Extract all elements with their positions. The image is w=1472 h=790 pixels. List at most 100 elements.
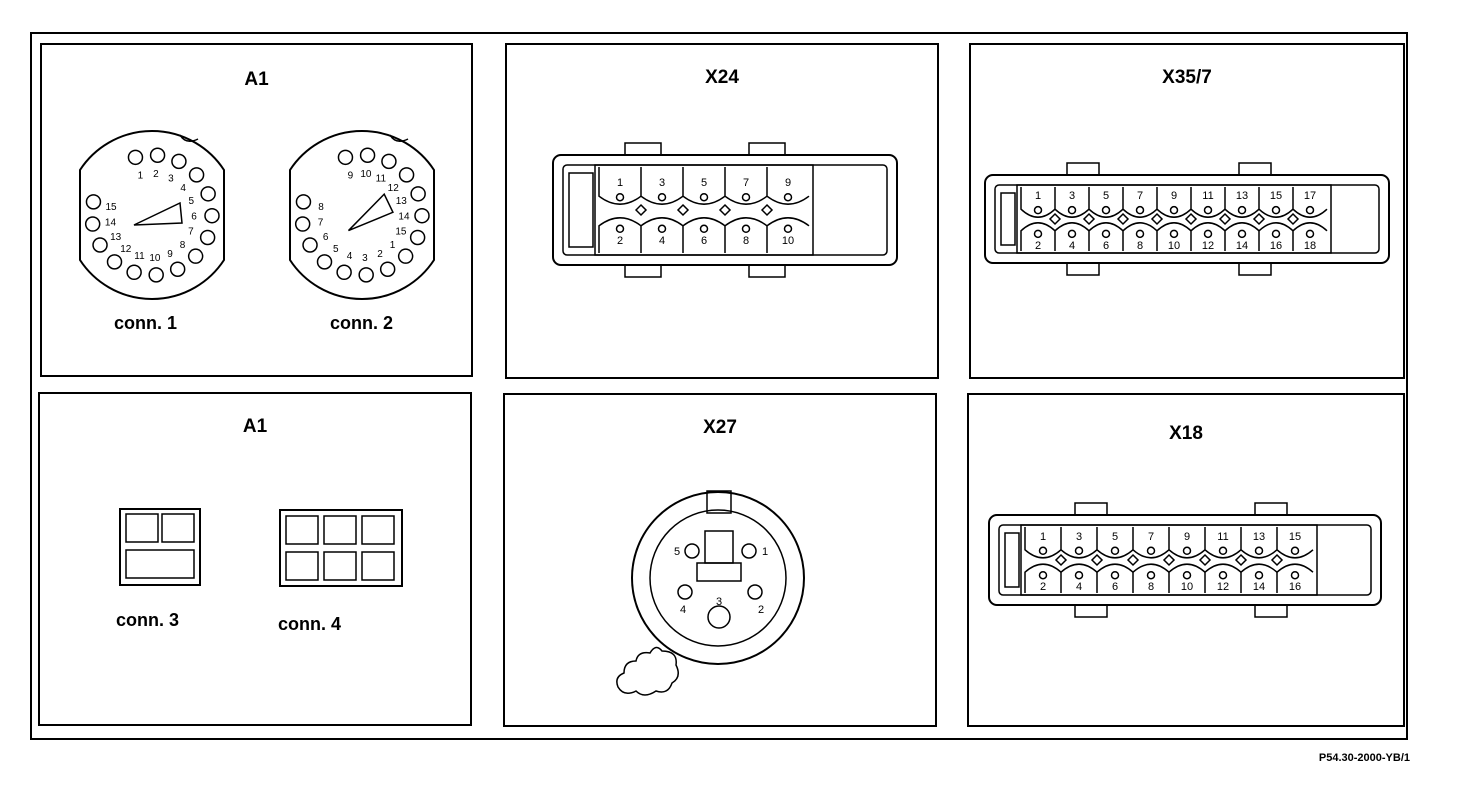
pin-number: 7 (743, 177, 749, 189)
pin-number: 3 (716, 596, 722, 608)
cell-divider (1292, 222, 1328, 251)
pin-hole (615, 192, 625, 202)
key-slot (706, 490, 732, 514)
pin-hole (200, 186, 216, 202)
pin-number: 8 (1148, 581, 1154, 593)
pin-hole (1146, 546, 1156, 556)
cell-divider (724, 167, 768, 205)
cell-divider (1122, 222, 1158, 251)
pin-number: 8 (743, 235, 749, 247)
pin-hole (1169, 205, 1179, 215)
pin-number: 13 (110, 232, 122, 243)
cell-divider (1122, 187, 1158, 218)
pin-hole (1110, 570, 1120, 580)
pin-number: 3 (659, 177, 665, 189)
pin-number: 1 (1040, 531, 1046, 543)
reference-code: P54.30-2000-YB/1 (1318, 752, 1410, 764)
pin-hole (359, 147, 376, 164)
conn4-cavity (285, 551, 319, 581)
pin-number: 10 (1181, 581, 1193, 593)
cell-divider (724, 217, 768, 253)
pin-number: 16 (1289, 581, 1301, 593)
latch-tab (1238, 262, 1272, 276)
pin-number: 10 (360, 169, 372, 180)
diamond-mark (1082, 212, 1096, 226)
cell-divider (598, 217, 642, 253)
pin-number: 4 (659, 235, 665, 247)
center-key (133, 201, 183, 226)
outer-ring (631, 491, 805, 665)
pin-number: 5 (1103, 190, 1109, 202)
pin-number: 1 (762, 546, 768, 558)
pin-hole (92, 237, 108, 253)
cell-divider (1020, 222, 1056, 251)
inner-ring (649, 509, 787, 647)
pin-number: 6 (1112, 581, 1118, 593)
diamond-mark (634, 203, 648, 217)
pin-number: 4 (680, 604, 686, 616)
cell-divider (682, 217, 726, 253)
latch-tab (624, 264, 662, 278)
pin-number: 15 (105, 202, 117, 213)
pin-hole (615, 224, 625, 234)
pin-number: 5 (1112, 531, 1118, 543)
pin-number: 3 (1076, 531, 1082, 543)
pin-number: 9 (1171, 190, 1177, 202)
pin-block (1020, 524, 1318, 596)
pin-number: 3 (362, 253, 368, 264)
pin-number: 9 (167, 249, 173, 260)
pin-number: 7 (318, 217, 324, 228)
pin-number: 12 (1217, 581, 1229, 593)
pin-number: 18 (1304, 240, 1316, 252)
pin-number: 12 (388, 183, 400, 194)
pin-hole (148, 267, 164, 283)
conn2-label: conn. 2 (330, 313, 394, 333)
panel-a1-bottom: A1 conn. 3 conn. 4 (38, 392, 472, 726)
pin-hole (149, 147, 166, 164)
pin-hole (1203, 229, 1213, 239)
pin-number: 14 (398, 211, 410, 222)
diamond-mark (1090, 553, 1104, 567)
conn3-cavity (125, 549, 195, 579)
latch-block (1004, 532, 1020, 588)
key-notch (179, 134, 199, 142)
cell-divider (1204, 527, 1242, 559)
pin-hole (741, 224, 751, 234)
cell-divider (640, 217, 684, 253)
diamond-mark (1162, 553, 1176, 567)
pin-number: 9 (785, 177, 791, 189)
pin-hole (1218, 570, 1228, 580)
key-notch (389, 134, 409, 142)
conn3-cavity (125, 513, 159, 543)
pin-number: 14 (105, 217, 117, 228)
pin-number: 5 (701, 177, 707, 189)
pin-hole (414, 207, 430, 224)
pin-hole (85, 194, 102, 210)
connector-body (289, 130, 435, 300)
pin-hole (783, 192, 793, 202)
pin-hole (1305, 205, 1315, 215)
diamond-mark (1270, 553, 1284, 567)
connector-shell (552, 154, 898, 266)
cell-divider (1276, 527, 1314, 559)
pin-number: 9 (348, 171, 354, 182)
cell-divider (1156, 187, 1192, 218)
pin-number: 4 (1069, 240, 1075, 252)
pin-hole (84, 216, 101, 232)
diamond-mark (1150, 212, 1164, 226)
latch-tab (748, 264, 786, 278)
conn4-cavity (323, 515, 357, 545)
pin-hole (1290, 570, 1300, 580)
pin-hole (1135, 229, 1145, 239)
cell-divider (1258, 187, 1294, 218)
pin-hole (126, 264, 142, 281)
connector-shell (984, 174, 1390, 264)
pin-number: 10 (782, 235, 794, 247)
pin-hole (397, 248, 414, 264)
diamond-mark (1126, 553, 1140, 567)
pin-hole (741, 192, 751, 202)
